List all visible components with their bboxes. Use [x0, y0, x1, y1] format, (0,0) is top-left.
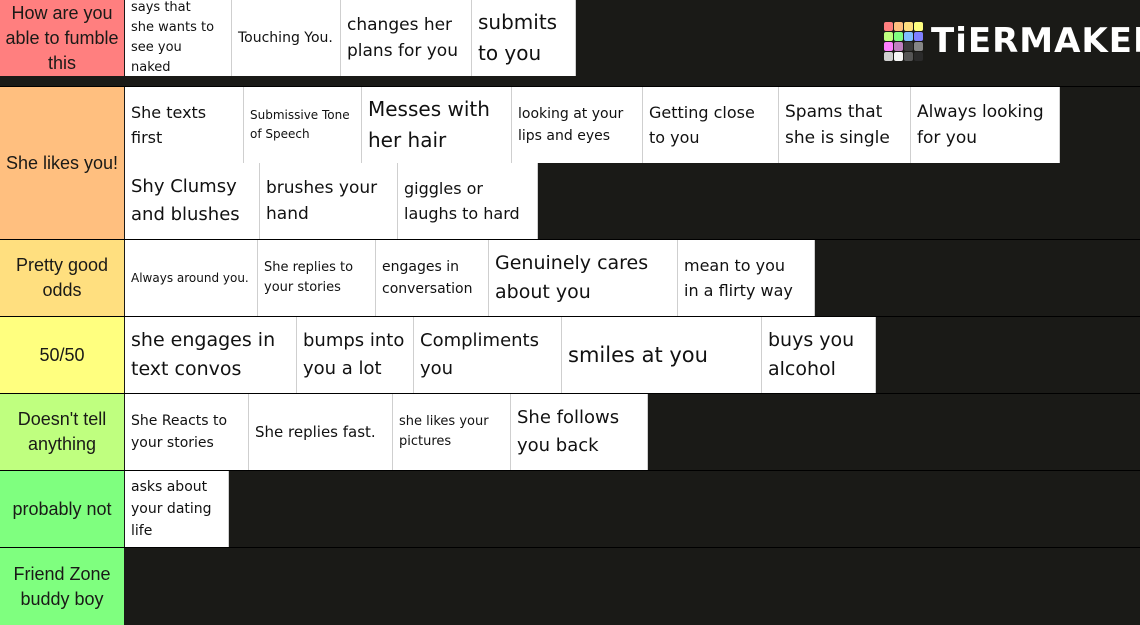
- tier-divider: [0, 393, 1140, 394]
- logo-square: [884, 31, 893, 41]
- tier-label[interactable]: 50/50: [0, 317, 124, 393]
- tier-item-card[interactable]: brushes your hand: [260, 163, 398, 239]
- tier-item-card[interactable]: She follows you back: [511, 394, 648, 470]
- tier-item-card[interactable]: Spams that she is single: [779, 87, 911, 163]
- tier-item-card[interactable]: She Reacts to your stories: [125, 394, 249, 470]
- logo-square: [884, 51, 893, 61]
- tier-item-card[interactable]: Genuinely cares about you: [489, 240, 678, 316]
- logo-square: [884, 41, 893, 51]
- logo-square: [914, 51, 923, 61]
- tier-item-card[interactable]: Always around you.: [125, 240, 258, 316]
- tier-label[interactable]: Friend Zone buddy boy: [0, 548, 124, 625]
- tier-divider: [0, 316, 1140, 317]
- tier-row: Friend Zone buddy boy: [0, 548, 1140, 625]
- tiermaker-logo-grid-icon: [884, 21, 923, 61]
- tier-item-card[interactable]: giggles or laughs to hard: [398, 163, 538, 239]
- tier-label[interactable]: probably not: [0, 471, 124, 547]
- tier-items: Always around you.She replies to your st…: [125, 240, 1140, 316]
- logo-square: [894, 41, 903, 51]
- tier-item-card[interactable]: Always looking for you: [911, 87, 1060, 163]
- tier-item-card[interactable]: asks about your dating life: [125, 471, 229, 547]
- tier-item-card[interactable]: Getting close to you: [643, 87, 779, 163]
- tier-items: [125, 548, 1140, 625]
- tier-item-card[interactable]: buys you alcohol: [762, 317, 876, 393]
- logo-square: [904, 51, 913, 61]
- tier-item-card[interactable]: Shy Clumsy and blushes: [125, 163, 260, 239]
- logo-square: [914, 41, 923, 51]
- logo-square: [904, 41, 913, 51]
- tier-item-card[interactable]: she likes your pictures: [393, 394, 511, 470]
- tier-item-card[interactable]: looking at your lips and eyes: [512, 87, 643, 163]
- tier-item-card[interactable]: She texts first: [125, 87, 244, 163]
- tier-item-card[interactable]: says that she wants to see you naked: [125, 0, 232, 76]
- tier-item-card[interactable]: she engages in text convos: [125, 317, 297, 393]
- tier-item-card[interactable]: changes her plans for you: [341, 0, 472, 76]
- logo-square: [914, 31, 923, 41]
- tier-label[interactable]: How are you able to fumble this: [0, 0, 124, 76]
- tier-divider: [0, 239, 1140, 240]
- tier-divider: [0, 470, 1140, 471]
- logo-square: [894, 21, 903, 31]
- tier-item-card[interactable]: Submissive Tone of Speech: [244, 87, 362, 163]
- tier-label[interactable]: Pretty good odds: [0, 240, 124, 316]
- tier-item-card[interactable]: mean to you in a flirty way: [678, 240, 815, 316]
- logo-square: [904, 31, 913, 41]
- tier-divider: [0, 86, 1140, 87]
- tier-divider: [0, 547, 1140, 548]
- logo-square: [904, 21, 913, 31]
- tier-item-card[interactable]: She replies fast.: [249, 394, 393, 470]
- tier-item-card[interactable]: Compliments you: [414, 317, 562, 393]
- tier-items: asks about your dating life: [125, 471, 1140, 547]
- tier-label[interactable]: She likes you!: [0, 87, 124, 239]
- tier-item-card[interactable]: smiles at you: [562, 317, 762, 393]
- tier-item-card[interactable]: Messes with her hair: [362, 87, 512, 163]
- logo-square: [894, 51, 903, 61]
- tier-item-card[interactable]: engages in conversation: [376, 240, 489, 316]
- tier-item-card[interactable]: submits to you: [472, 0, 576, 76]
- tier-item-card[interactable]: bumps into you a lot: [297, 317, 414, 393]
- tiermaker-logo: TiERMAKER: [884, 20, 1140, 62]
- tier-item-card[interactable]: She replies to your stories: [258, 240, 376, 316]
- tier-item-card[interactable]: Touching You.: [232, 0, 341, 76]
- logo-square: [884, 21, 893, 31]
- logo-square: [914, 21, 923, 31]
- logo-square: [894, 31, 903, 41]
- tier-label[interactable]: Doesn't tell anything: [0, 394, 124, 470]
- tiermaker-logo-text: TiERMAKER: [931, 21, 1140, 61]
